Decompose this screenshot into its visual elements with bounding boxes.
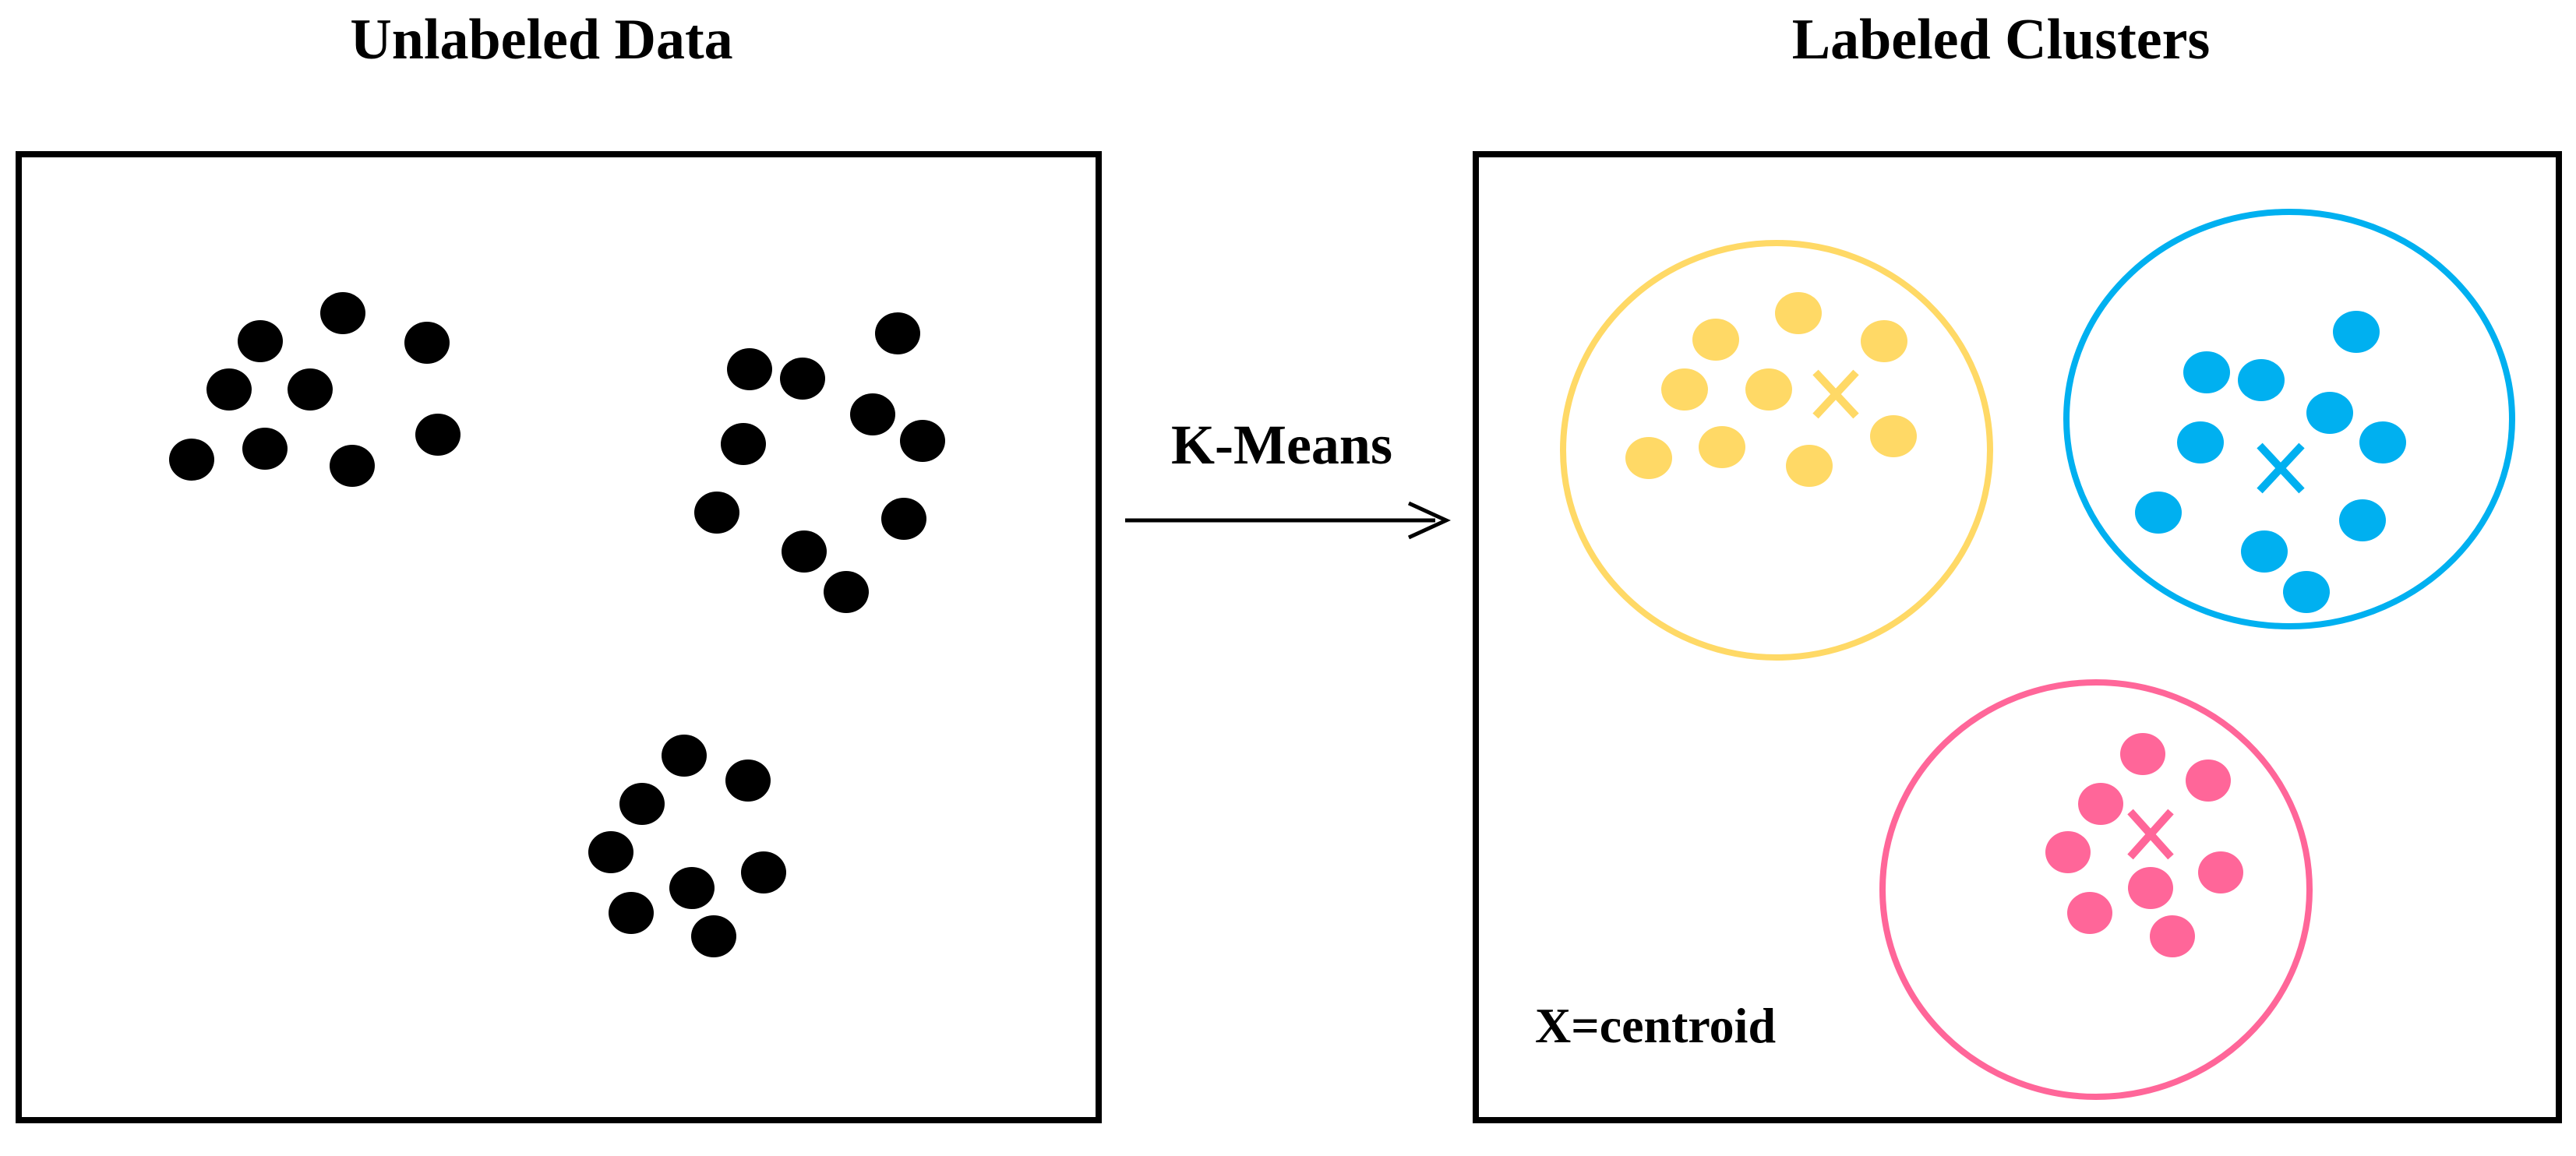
unlabeled-point [242,428,288,470]
yellow-cluster-boundary [1560,240,1993,661]
blue-point [2183,351,2230,393]
unlabeled-point [619,783,665,825]
unlabeled-point [725,760,771,802]
pink-point [2045,831,2091,873]
unlabeled-point [727,348,772,390]
yellow-point [1786,445,1833,487]
unlabeled-point [824,571,869,613]
arrow [1125,501,1452,540]
unlabeled-point [850,393,895,435]
pink-point [2186,760,2231,802]
left-panel-frame [16,151,1102,1123]
blue-point [2238,359,2285,401]
yellow-centroid-x-icon [1812,369,1859,419]
blue-point [2339,499,2386,541]
blue-cluster-points [2135,311,2406,613]
unlabeled-point [881,498,926,540]
unlabeled-point [404,322,450,364]
pink-point [2128,867,2173,909]
centroid-legend-note: X=centroid [1535,998,1776,1053]
yellow-cluster-points [1625,292,1917,487]
arrow-label: K-Means [1171,414,1392,476]
yellow-point [1861,320,1907,362]
blue-point [2177,421,2224,463]
blue-centroid-x-icon [2257,442,2305,494]
left-panel-title: Unlabeled Data [350,8,732,72]
blue-cluster-boundary [2063,209,2515,629]
unlabeled-point [609,892,654,934]
pink-point [2067,892,2112,934]
yellow-point [1745,368,1792,411]
unlabeled-point [206,368,252,411]
yellow-point [1775,292,1822,334]
yellow-point [1625,437,1672,479]
unlabeled-point [721,423,766,465]
unlabeled-point [780,358,825,400]
unlabeled-point [741,851,786,893]
unlabeled-point [288,368,333,411]
right-panel-title: Labeled Clusters [1792,8,2211,72]
unlabeled-point [169,439,214,481]
pink-point [2198,851,2243,893]
yellow-point [1661,368,1708,411]
blue-point [2135,492,2182,534]
blue-cluster [2063,209,2515,629]
pink-point [2120,733,2165,775]
blue-point [2359,421,2406,463]
yellow-point [1699,426,1745,468]
right-panel-frame [1473,151,2562,1123]
blue-point [2306,392,2353,434]
pink-centroid-x-icon [2127,809,2174,860]
unlabeled-point [588,831,633,873]
unlabeled-points [169,292,945,957]
pink-point [2078,783,2123,825]
unlabeled-point [330,445,375,487]
unlabeled-point [238,320,283,362]
unlabeled-point [415,414,461,456]
pink-cluster-boundary [1879,679,2313,1100]
yellow-cluster [1560,240,1993,661]
unlabeled-point [669,867,715,909]
yellow-point [1870,415,1917,457]
unlabeled-point [694,492,739,534]
yellow-point [1692,319,1739,361]
blue-point [2333,311,2380,353]
pink-cluster [1879,679,2313,1100]
pink-cluster-points [2045,733,2243,957]
unlabeled-point [662,735,707,777]
pink-point [2150,915,2195,957]
unlabeled-point [320,292,365,334]
unlabeled-point [691,915,736,957]
blue-point [2241,530,2288,573]
blue-point [2283,571,2330,613]
unlabeled-point [782,530,827,573]
unlabeled-point [875,312,920,354]
unlabeled-point [900,420,945,462]
